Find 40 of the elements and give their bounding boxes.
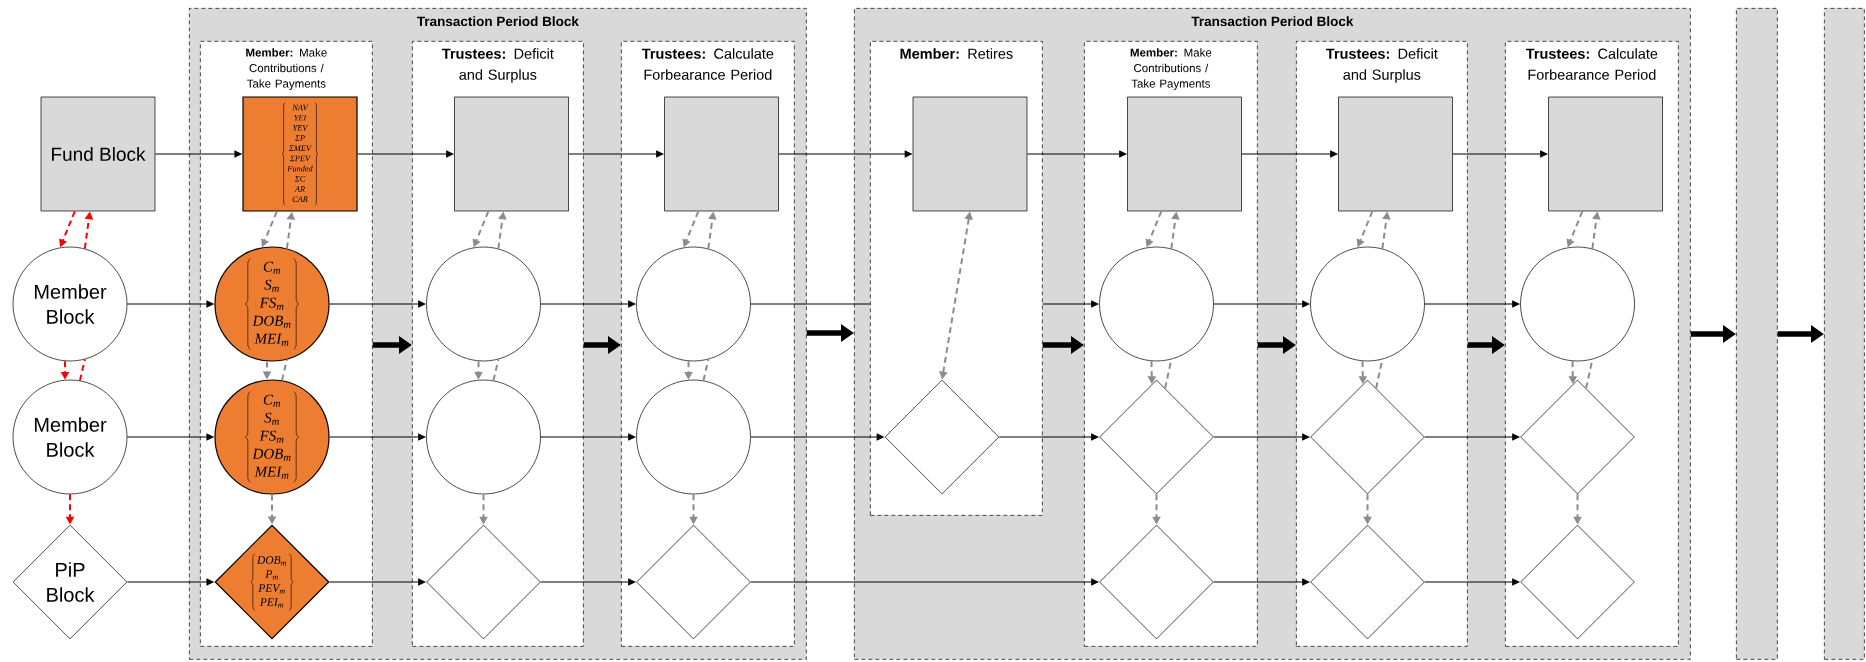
block-panel	[1736, 8, 1778, 660]
lane-heading: Trustees: Calculate Forbearance Period	[641, 48, 774, 80]
connector-line	[750, 303, 871, 305]
state-box	[1127, 96, 1242, 212]
dashed-connector-line	[702, 358, 710, 382]
state-circle	[1310, 246, 1425, 362]
state-box	[664, 96, 779, 212]
state-circle	[636, 379, 751, 495]
state-diamond	[1520, 524, 1635, 640]
dashed-connector-line	[281, 358, 288, 382]
dashed-connector-line	[492, 358, 500, 382]
state-circle	[1520, 246, 1635, 362]
state-box	[454, 96, 569, 212]
lane-heading: Member: Make Contributions / Take Payments	[1130, 48, 1212, 90]
block-panel	[1824, 8, 1865, 660]
state-diamond	[1099, 524, 1214, 640]
lane-heading: Member: Make Contributions / Take Payments	[246, 48, 327, 90]
state-diamond	[426, 524, 541, 640]
state-circle	[1099, 246, 1214, 362]
state-diamond	[884, 379, 1000, 495]
state-box	[1548, 96, 1663, 212]
state-circle	[426, 379, 541, 495]
state-diamond	[1310, 524, 1425, 640]
state-circle	[426, 246, 541, 362]
lane-heading: Member: Retires	[900, 48, 1013, 59]
block-title: Transaction Period Block	[417, 16, 579, 27]
block-title: Transaction Period Block	[1191, 16, 1354, 27]
lane-heading: Trustees: Deficit and Surplus	[442, 48, 554, 83]
variable-box: NAV YEI YEV ΣP ΣMEV ΣPEV Funded ΣC AR CAR	[242, 96, 358, 212]
lane-heading: Trustees: Deficit and Surplus	[1326, 48, 1438, 83]
dashed-connector-line	[78, 358, 86, 382]
lane-heading: Trustees: Calculate Forbearance Period	[1525, 48, 1658, 80]
state-box	[1338, 96, 1453, 212]
state-box	[912, 96, 1028, 212]
state-diamond	[1520, 379, 1635, 495]
state-diamond	[1099, 379, 1214, 495]
state-diamond	[636, 524, 751, 640]
state-diamond	[1310, 379, 1425, 495]
state-circle	[636, 246, 751, 362]
state-box: Fund Block	[40, 96, 156, 212]
